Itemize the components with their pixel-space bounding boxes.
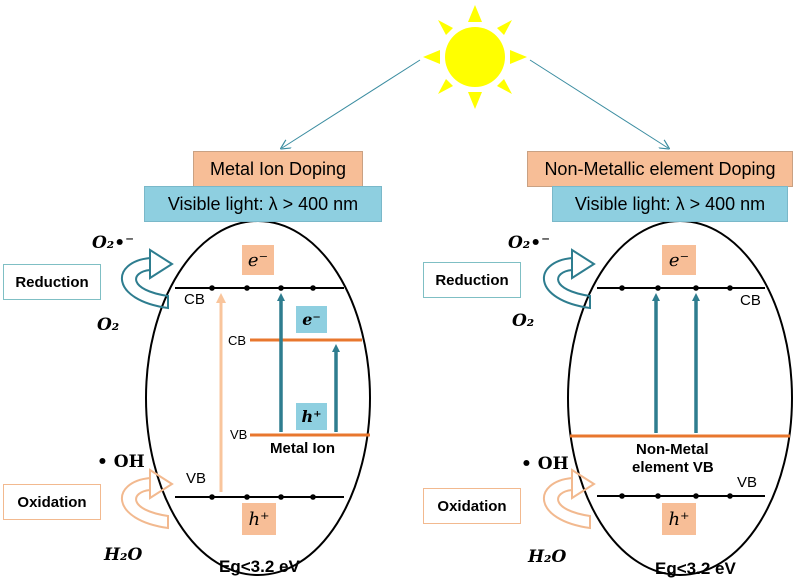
left-vb-dots xyxy=(209,494,316,500)
right-vb-label: VB xyxy=(737,474,758,491)
left-superoxide-label: O₂•⁻ xyxy=(92,233,135,253)
left-reduction-box: Reduction xyxy=(3,264,101,300)
sun-icon xyxy=(423,5,527,109)
left-hydroxyl-label: • OH xyxy=(97,452,145,472)
right-oxidation-curve-arrow xyxy=(543,468,596,530)
left-cb-dots xyxy=(209,285,316,291)
right-electron-chip: e⁻ xyxy=(662,245,696,275)
metal-ion-label: Metal Ion xyxy=(270,440,336,457)
left-vb-label: VB xyxy=(186,470,207,487)
left-oxygen-label: O₂ xyxy=(97,315,120,335)
metal-electron-chip: e⁻ xyxy=(296,306,327,333)
metal-hole-chip: h⁺ xyxy=(296,403,327,430)
left-oxidation-curve-arrow xyxy=(121,468,174,530)
right-water-label: H₂O xyxy=(528,547,567,567)
left-band-gap-label: Eg<3.2 eV xyxy=(219,557,300,576)
left-oxidation-box: Oxidation xyxy=(3,484,101,520)
light-ray-left xyxy=(282,59,421,148)
left-title-box: Metal Ion Doping xyxy=(193,151,363,187)
left-electron-chip: e⁻ xyxy=(242,245,274,275)
left-visible-light-box: Visible light: λ > 400 nm xyxy=(144,186,382,222)
nonmetal-vb-label-line2: element VB xyxy=(632,459,714,476)
right-vb-dots xyxy=(619,493,733,499)
nonmetal-vb-label-line1: Non-Metal xyxy=(636,441,709,458)
right-visible-light-box: Visible light: λ > 400 nm xyxy=(552,186,788,222)
left-water-label: H₂O xyxy=(104,545,143,565)
metal-vb-label: VB xyxy=(230,427,248,442)
metal-cb-label: CB xyxy=(228,333,247,348)
right-cb-dots xyxy=(619,285,733,291)
left-hole-chip: h⁺ xyxy=(242,503,276,535)
right-superoxide-label: O₂•⁻ xyxy=(508,233,551,253)
right-hydroxyl-label: • OH xyxy=(521,454,569,474)
right-band-gap-label: Eg<3.2 eV xyxy=(655,559,736,578)
right-oxygen-label: O₂ xyxy=(512,311,535,331)
right-title-box: Non-Metallic element Doping xyxy=(527,151,793,187)
left-cb-label: CB xyxy=(184,291,205,308)
right-reduction-box: Reduction xyxy=(423,262,521,298)
right-cb-label: CB xyxy=(740,292,761,309)
light-ray-right xyxy=(529,59,668,148)
right-oxidation-box: Oxidation xyxy=(423,488,521,524)
left-reduction-curve-arrow xyxy=(121,248,174,310)
right-hole-chip: h⁺ xyxy=(662,503,696,535)
right-reduction-curve-arrow xyxy=(543,248,596,310)
